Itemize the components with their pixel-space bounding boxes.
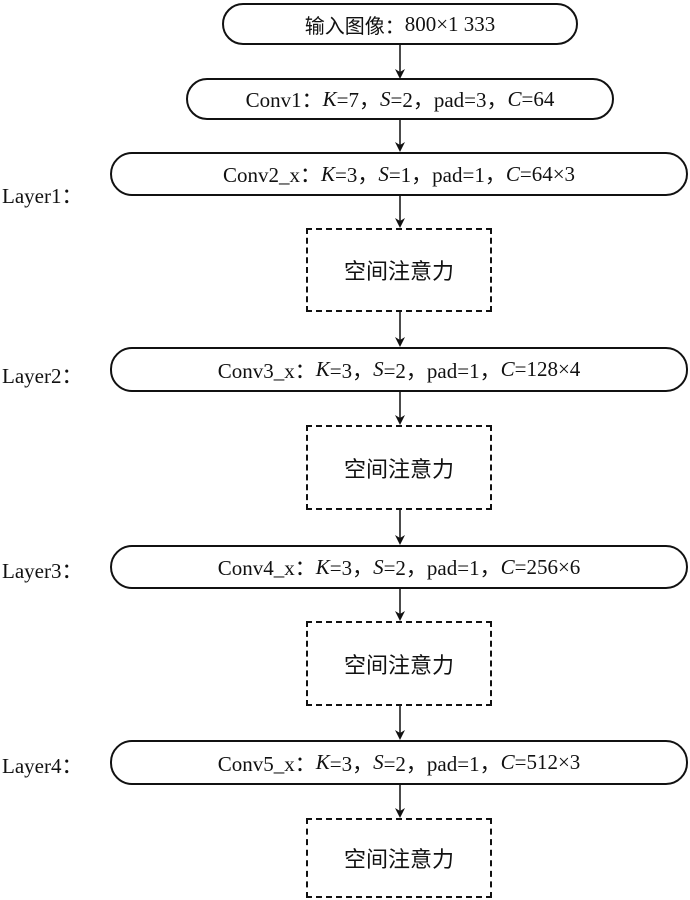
s-var: S	[373, 554, 384, 579]
c-var: C	[500, 554, 515, 579]
k-val: =3，	[329, 358, 374, 383]
s-val: =2，	[390, 88, 434, 112]
k-val: =7，	[336, 88, 380, 112]
c-val: =64	[521, 86, 555, 111]
k-var: K	[315, 750, 330, 774]
s-val: =1，	[388, 163, 433, 187]
s-var: S	[373, 750, 384, 774]
c-val: =64×3	[519, 161, 576, 186]
conv-name: Conv4_x：	[217, 556, 316, 580]
pad-val: pad=1，	[432, 163, 506, 187]
layer3-label: Layer3：	[2, 559, 83, 583]
input-label: 输入图像：	[304, 13, 405, 38]
s-var: S	[380, 86, 391, 111]
spatial-attention-box-2: 空间注意力	[306, 425, 492, 510]
pad-val: pad=1，	[426, 751, 501, 776]
c-var: C	[505, 161, 520, 186]
k-var: K	[315, 554, 330, 579]
conv-name: Conv5_x：	[217, 751, 316, 776]
k-val: =3，	[334, 163, 379, 187]
s-val: =2，	[383, 751, 427, 776]
c-val: =128×4	[514, 357, 581, 381]
conv4-box: Conv4_x：K=3，S=2，pad=1，C=256×6	[110, 545, 688, 589]
conv1-name: Conv1：	[245, 88, 323, 112]
c-var: C	[507, 86, 522, 111]
input-image-box: 输入图像：800×1 333	[222, 3, 578, 45]
conv5-box: Conv5_x：K=3，S=2，pad=1，C=512×3	[110, 740, 688, 785]
s-var: S	[378, 161, 389, 186]
input-size: 800×1 333	[404, 11, 496, 36]
k-var: K	[315, 357, 330, 381]
pad-val: pad=1，	[426, 556, 501, 580]
k-val: =3，	[329, 556, 374, 580]
spatial-attention-box-4: 空间注意力	[306, 818, 492, 898]
c-val: =512×3	[514, 750, 581, 774]
s-val: =2，	[383, 556, 427, 580]
layer4-label: Layer4：	[2, 754, 83, 778]
conv2-box: Conv2_x：K=3，S=1，pad=1，C=64×3	[110, 152, 688, 196]
conv-name: Conv3_x：	[217, 358, 316, 383]
conv-name: Conv2_x：	[222, 163, 321, 187]
c-var: C	[500, 357, 515, 381]
layer1-label: Layer1：	[2, 184, 83, 208]
pad-val: pad=1，	[426, 358, 501, 383]
s-val: =2，	[383, 358, 427, 383]
c-val: =256×6	[514, 554, 581, 579]
conv3-box: Conv3_x：K=3，S=2，pad=1，C=128×4	[110, 347, 688, 392]
layer2-label: Layer2：	[2, 364, 83, 388]
k-var: K	[322, 86, 337, 111]
k-var: K	[320, 161, 335, 186]
spatial-attention-box-3: 空间注意力	[306, 621, 492, 706]
k-val: =3，	[329, 751, 374, 776]
pad-val: pad=3，	[433, 88, 508, 112]
c-var: C	[500, 750, 515, 774]
conv1-box: Conv1：K=7，S=2，pad=3，C=64	[186, 78, 614, 120]
spatial-attention-box-1: 空间注意力	[306, 228, 492, 312]
s-var: S	[373, 357, 384, 381]
